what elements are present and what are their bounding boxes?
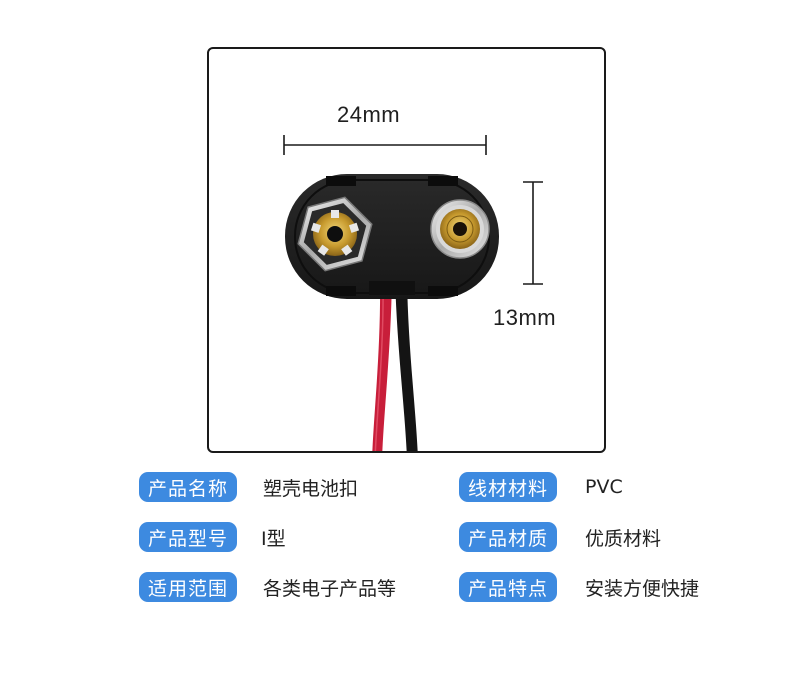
- spec-row-application-range: 适用范围 各类电子产品等: [139, 572, 396, 602]
- spec-row-product-features: 产品特点 安装方便快捷: [459, 572, 699, 602]
- spec-row-wire-material: 线材材料 PVC: [459, 472, 623, 502]
- spec-value: I型: [261, 527, 286, 550]
- spec-label-pill: 产品材质: [459, 522, 557, 552]
- product-photo-frame: 24mm 13mm: [207, 47, 606, 453]
- spec-label-pill: 产品名称: [139, 472, 237, 502]
- spec-row-product-model: 产品型号 I型: [139, 522, 286, 552]
- width-dimension-label: 24mm: [337, 102, 401, 127]
- round-terminal: [430, 199, 490, 259]
- spec-value: 优质材料: [585, 527, 662, 550]
- spec-value: 塑壳电池扣: [263, 477, 359, 500]
- battery-snap-illustration: [283, 135, 543, 451]
- width-dimension-line: [283, 135, 487, 155]
- height-dimension-label: 13mm: [493, 305, 557, 330]
- height-dimension-line: [523, 181, 543, 285]
- spec-label-pill: 适用范围: [139, 572, 237, 602]
- spec-label-pill: 产品特点: [459, 572, 557, 602]
- spec-row-product-material: 产品材质 优质材料: [459, 522, 661, 552]
- spec-label-pill: 产品型号: [139, 522, 237, 552]
- spec-value: PVC: [585, 476, 623, 498]
- hex-terminal: [297, 196, 373, 272]
- wires: [372, 277, 418, 451]
- spec-value: 安装方便快捷: [585, 577, 700, 600]
- spec-value: 各类电子产品等: [263, 577, 397, 600]
- spec-row-product-name: 产品名称 塑壳电池扣: [139, 472, 358, 502]
- spec-label-pill: 线材材料: [459, 472, 557, 502]
